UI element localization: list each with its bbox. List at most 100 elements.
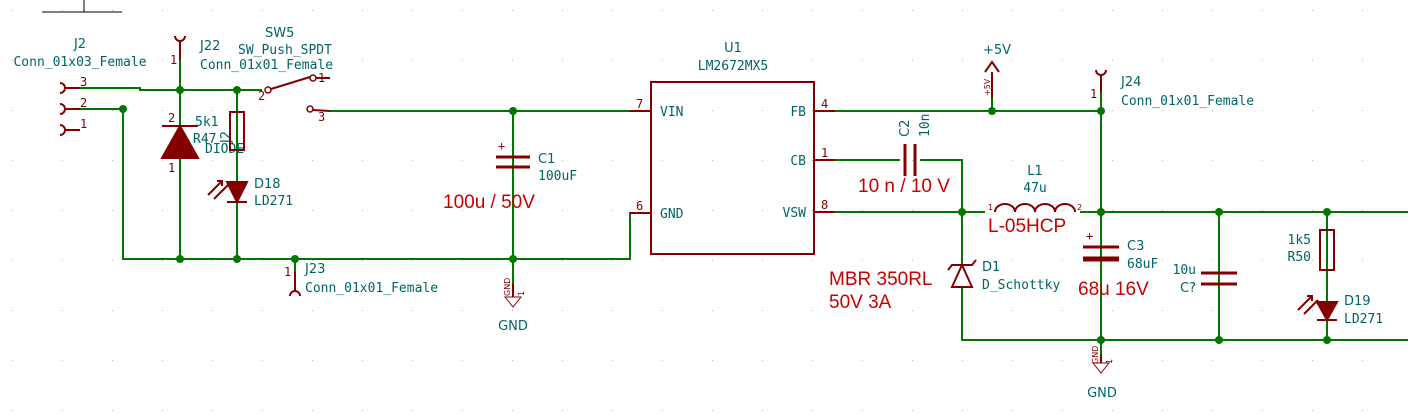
gnd-symbol-1[interactable]: GND 1 GND bbox=[498, 278, 528, 334]
sw5-pin1: 1 bbox=[318, 71, 325, 85]
c1-value: 100uF bbox=[538, 169, 577, 184]
switch-sw5[interactable]: 2 1 3 SW5 SW_Push_SPDT bbox=[238, 26, 332, 124]
junctions bbox=[119, 86, 1331, 344]
l1-ref: L1 bbox=[1027, 164, 1043, 179]
c2-value: 10n bbox=[918, 114, 933, 137]
power-5v-rotated: +5V bbox=[983, 78, 992, 96]
u1-pin-vin-num: 7 bbox=[636, 97, 643, 111]
capacitor-c3[interactable]: + C3 68uF 68u 16V bbox=[1078, 229, 1158, 300]
j23-ref: J23 bbox=[304, 262, 325, 277]
gnd2-pin: 1 bbox=[1105, 359, 1114, 364]
j24-value: Conn_01x01_Female bbox=[1121, 94, 1254, 109]
j2-pin2: 2 bbox=[80, 96, 87, 110]
r47-value: 5k1 bbox=[195, 115, 218, 130]
cq-ref: C? bbox=[1180, 281, 1196, 296]
capacitor-c2[interactable]: C2 10n 10 n / 10 V bbox=[858, 114, 950, 197]
u1-pin-gnd: GND bbox=[660, 207, 684, 222]
gnd1-rotated: GND bbox=[503, 278, 512, 296]
connector-j24[interactable]: 1 J24 Conn_01x01_Female bbox=[1090, 69, 1254, 109]
j22-value: Conn_01x01_Female bbox=[200, 58, 333, 73]
diode-value: DIODE bbox=[205, 142, 244, 157]
c2-ref: C2 bbox=[898, 120, 913, 137]
l1-pin1: 1 bbox=[988, 203, 993, 212]
sw5-pin2: 2 bbox=[258, 89, 265, 103]
gnd-symbol-2[interactable]: GND 1 GND bbox=[1087, 346, 1117, 401]
c3-plus: + bbox=[1086, 229, 1093, 243]
sw5-ref: SW5 bbox=[265, 26, 294, 41]
led-d19[interactable]: D19 LD271 bbox=[1297, 294, 1383, 327]
grid-dots bbox=[12, 10, 1363, 411]
power-5v[interactable]: +5V +5V bbox=[983, 43, 1011, 98]
capacitor-cq[interactable]: 10u C? bbox=[1173, 263, 1237, 296]
l1-note: L-05HCP bbox=[988, 216, 1066, 237]
d19-ref: D19 bbox=[1344, 294, 1371, 309]
diode-pin1: 1 bbox=[168, 161, 175, 175]
c1-ref: C1 bbox=[538, 152, 555, 167]
j22-pin: 1 bbox=[170, 53, 177, 67]
d1-ref: D1 bbox=[982, 260, 1000, 275]
schottky-d1[interactable]: D1 D_Schottky MBR 350RL 50V 3A bbox=[829, 259, 1060, 313]
u1-pin-cb: CB bbox=[790, 154, 806, 169]
u1-pin-fb-num: 4 bbox=[821, 97, 828, 111]
j2-value: Conn_01x03_Female bbox=[13, 55, 146, 70]
u1-value: LM2672MX5 bbox=[698, 59, 768, 74]
d1-note-line2: 50V 3A bbox=[829, 292, 892, 313]
c1-note: 100u / 50V bbox=[443, 192, 535, 213]
connector-j22[interactable]: 1 J22 Conn_01x01_Female bbox=[170, 35, 333, 73]
connector-j23[interactable]: 1 J23 Conn_01x01_Female bbox=[284, 262, 438, 297]
j2-pin3: 3 bbox=[80, 75, 87, 89]
c2-note: 10 n / 10 V bbox=[858, 176, 950, 197]
u1-ref: U1 bbox=[724, 41, 742, 56]
top-left-marker bbox=[42, 0, 122, 13]
d1-value: D_Schottky bbox=[982, 278, 1060, 293]
j24-ref: J24 bbox=[1120, 75, 1141, 90]
j2-ref: J2 bbox=[73, 37, 86, 52]
led-d18[interactable]: D18 LD271 bbox=[207, 177, 293, 209]
gnd1-pin: 1 bbox=[517, 291, 526, 296]
gnd1-label: GND bbox=[498, 319, 528, 334]
wire-top-bus bbox=[65, 87, 262, 91]
c1-plus: + bbox=[498, 139, 505, 153]
u1-pin-vsw: VSW bbox=[783, 206, 807, 221]
diode-ref: J2 bbox=[219, 131, 234, 144]
wires bbox=[65, 60, 1408, 355]
c3-note: 68u 16V bbox=[1078, 279, 1149, 300]
u1-pin-fb: FB bbox=[790, 105, 806, 120]
ic-u1[interactable]: U1 LM2672MX5 7 VIN 6 GND 4 FB 1 CB 8 VSW bbox=[630, 41, 835, 255]
d1-note-line1: MBR 350RL bbox=[829, 269, 933, 290]
gnd2-label: GND bbox=[1087, 386, 1117, 401]
diode-pin2: 2 bbox=[168, 111, 175, 125]
gnd2-rotated: GND bbox=[1091, 346, 1100, 364]
resistor-r50[interactable]: 1k5 R50 bbox=[1288, 229, 1335, 271]
j23-value: Conn_01x01_Female bbox=[305, 281, 438, 296]
u1-pin-vsw-num: 8 bbox=[821, 198, 828, 212]
capacitor-c1[interactable]: + C1 100uF 100u / 50V bbox=[443, 139, 577, 213]
wire-cb-sw bbox=[920, 159, 963, 212]
d19-value: LD271 bbox=[1344, 312, 1383, 327]
j2-pin1: 1 bbox=[80, 117, 87, 131]
wire-d1 bbox=[961, 212, 1408, 341]
j22-ref: J22 bbox=[199, 39, 220, 54]
u1-pin-cb-num: 1 bbox=[821, 146, 828, 160]
l1-pin2: 2 bbox=[1077, 203, 1082, 212]
j23-pin: 1 bbox=[284, 265, 291, 279]
sw5-value: SW_Push_SPDT bbox=[238, 43, 332, 58]
power-5v-label: +5V bbox=[983, 43, 1011, 58]
u1-pin-vin: VIN bbox=[660, 105, 683, 120]
r47-ref: R47 bbox=[193, 132, 216, 147]
r50-ref: R50 bbox=[1288, 250, 1311, 265]
resistor-r47[interactable]: 5k1 R47 bbox=[193, 111, 245, 151]
l1-value: 47u bbox=[1023, 181, 1046, 196]
r50-value: 1k5 bbox=[1288, 233, 1311, 248]
inductor-l1[interactable]: 1 2 L1 47u L-05HCP bbox=[988, 164, 1082, 237]
connector-j2[interactable]: J2 Conn_01x03_Female 3 2 1 bbox=[13, 37, 147, 136]
cq-value: 10u bbox=[1173, 263, 1196, 278]
diode-protection[interactable]: 2 1 DIODE J2 bbox=[160, 111, 244, 175]
c3-value: 68uF bbox=[1127, 257, 1158, 272]
sw5-pin3: 3 bbox=[318, 110, 325, 124]
d18-ref: D18 bbox=[254, 177, 281, 192]
j24-pin: 1 bbox=[1090, 87, 1097, 101]
d18-value: LD271 bbox=[254, 194, 293, 209]
c3-ref: C3 bbox=[1127, 239, 1144, 254]
